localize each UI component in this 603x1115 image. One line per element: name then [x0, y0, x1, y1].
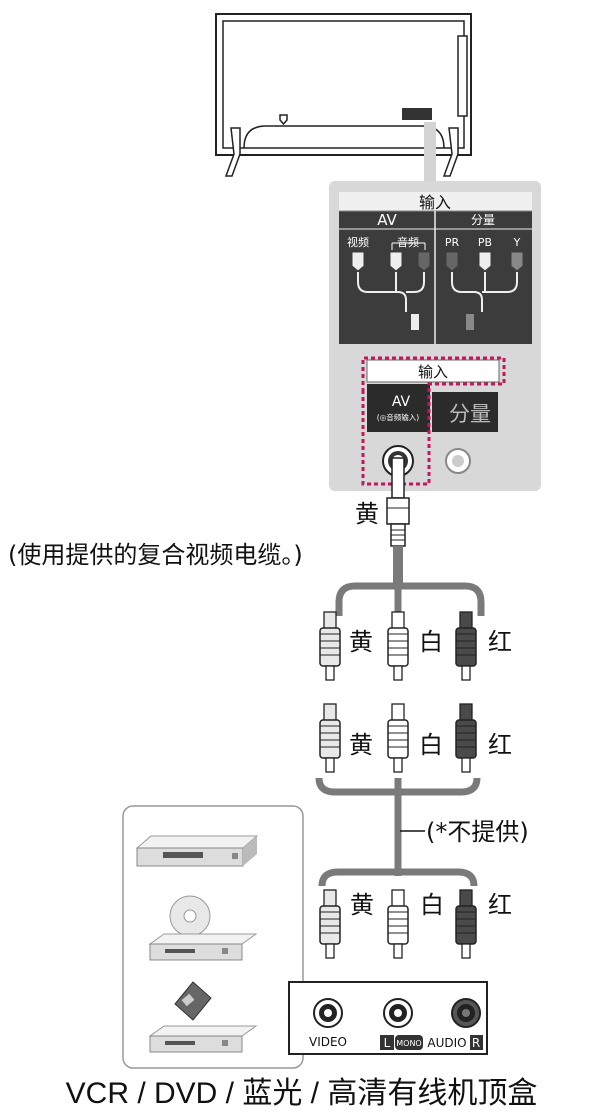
rca-plug-row2-red	[455, 703, 477, 773]
video-out-label: VIDEO	[309, 1035, 347, 1049]
row3-red-label: 红	[488, 891, 512, 919]
panel-plug-icons	[351, 251, 524, 272]
device-output-panel: VIDEO L MONO AUDIO R	[288, 981, 488, 1055]
row2-yellow-label: 黄	[349, 731, 373, 759]
rca-plug-row3-white	[387, 889, 409, 959]
av-header: AV	[377, 211, 397, 229]
row3-yellow-label: 黄	[350, 891, 374, 919]
dvd-player-icon	[148, 895, 258, 961]
plug-color-label: 黄	[355, 500, 379, 528]
row1-white-label: 白	[419, 628, 443, 656]
pb-port-label: PB	[478, 236, 492, 249]
pr-port-label: PR	[445, 236, 460, 249]
r-label: R	[472, 1036, 480, 1050]
row1-red-label: 红	[488, 628, 512, 656]
rca-plug-row3-red	[455, 889, 477, 959]
rca-plug-row2-yellow	[319, 703, 341, 773]
input-box-title: 输入	[418, 363, 448, 381]
video-port-label: 视频	[347, 235, 369, 249]
component-header: 分量	[471, 213, 495, 227]
settop-box-icon	[148, 981, 258, 1053]
row3-white-label: 白	[420, 891, 444, 919]
mono-label: MONO	[396, 1039, 421, 1048]
row2-white-label: 白	[419, 731, 443, 759]
component-jack-title: 分量	[449, 402, 491, 426]
rca-plug-row1-white	[387, 611, 409, 681]
middle-cable	[315, 777, 481, 887]
input-panel: 输入 AV 分量 视频 音频 PR PB Y 输入 AV	[329, 181, 541, 491]
rca-plug-rows	[319, 611, 477, 959]
highlight-outline	[361, 356, 506, 486]
composite-cable	[335, 457, 485, 616]
rca-plug-row1-red	[455, 611, 477, 681]
cable-description: (使用提供的复合视频电缆。)	[8, 541, 303, 569]
av-jack-title: AV	[392, 394, 411, 410]
device-caption: VCR / DVD / 蓝光 / 高清有线机顶盒	[65, 1077, 538, 1110]
rca-plug-row3-yellow	[319, 889, 341, 959]
tv-back-icon	[215, 13, 472, 202]
av-jack-subtitle: (◎音频输入)	[377, 412, 419, 422]
rca-plug-row2-white	[387, 703, 409, 773]
vcr-icon	[135, 835, 259, 867]
not-provided-label: (*不提供)	[426, 818, 529, 846]
audio-out-label: AUDIO	[427, 1036, 466, 1050]
l-label: L	[384, 1036, 391, 1050]
y-port-label: Y	[513, 236, 521, 249]
row2-red-label: 红	[488, 731, 512, 759]
panel-input-title: 输入	[419, 193, 451, 212]
audio-port-label: 音频	[397, 235, 419, 249]
row1-yellow-label: 黄	[349, 628, 373, 656]
rca-plug-row1-yellow	[319, 611, 341, 681]
